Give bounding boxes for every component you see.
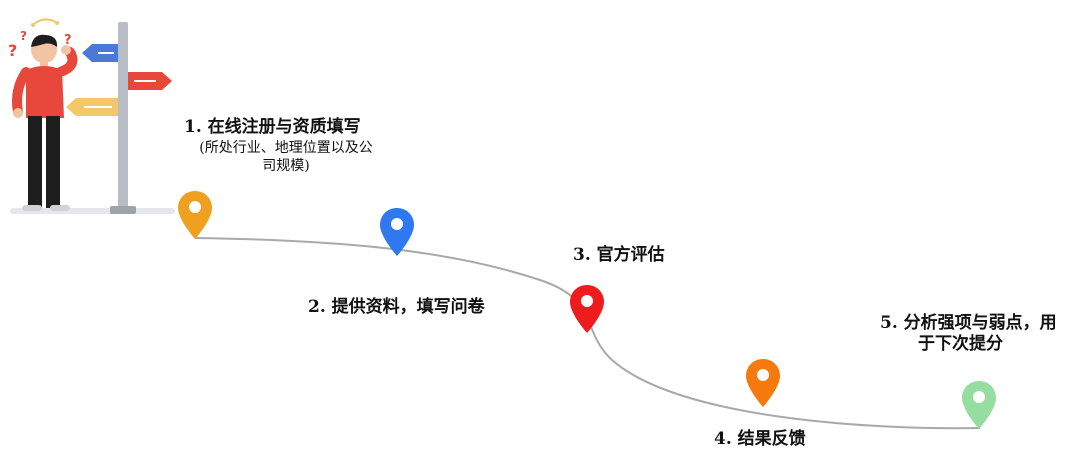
signpost-icon xyxy=(110,22,136,214)
location-pin-icon xyxy=(380,208,414,256)
pin-1-shape xyxy=(178,191,212,239)
step-1-title: 1. 在线注册与资质填写 xyxy=(184,117,361,137)
pin-5-shape xyxy=(962,381,996,429)
person-confused-icon xyxy=(12,34,78,211)
step-4-title: 4. 结果反馈 xyxy=(714,429,806,449)
step-5-title-line1: 5. 分析强项与弱点，用 xyxy=(880,313,1057,333)
pin-2-shape xyxy=(380,208,414,256)
illustration: ? ? ? xyxy=(8,18,175,214)
pin-3-shape xyxy=(570,285,604,333)
step-1-note-line2: 司规模) xyxy=(262,158,310,174)
step-5-title-line2: 于下次提分 xyxy=(918,334,1003,354)
arrow-left-sign-icon xyxy=(82,44,118,62)
svg-text:?: ? xyxy=(8,41,17,60)
location-pin-icon xyxy=(962,381,996,429)
step-2-title: 2. 提供资料，填写问卷 xyxy=(308,297,485,317)
arrow-right-sign-icon xyxy=(128,72,172,90)
svg-text:?: ? xyxy=(64,33,72,48)
location-pin-icon xyxy=(746,359,780,407)
step-3-title: 3. 官方评估 xyxy=(573,245,665,265)
arrow-left-sign-icon xyxy=(66,98,118,116)
location-pin-icon xyxy=(570,285,604,333)
step-1-note-line1: (所处行业、地理位置以及公 xyxy=(199,140,373,156)
pin-4-shape xyxy=(746,359,780,407)
question-mark-icon: ? ? ? xyxy=(8,18,72,60)
location-pin-icon xyxy=(178,191,212,239)
svg-text:?: ? xyxy=(20,29,27,43)
